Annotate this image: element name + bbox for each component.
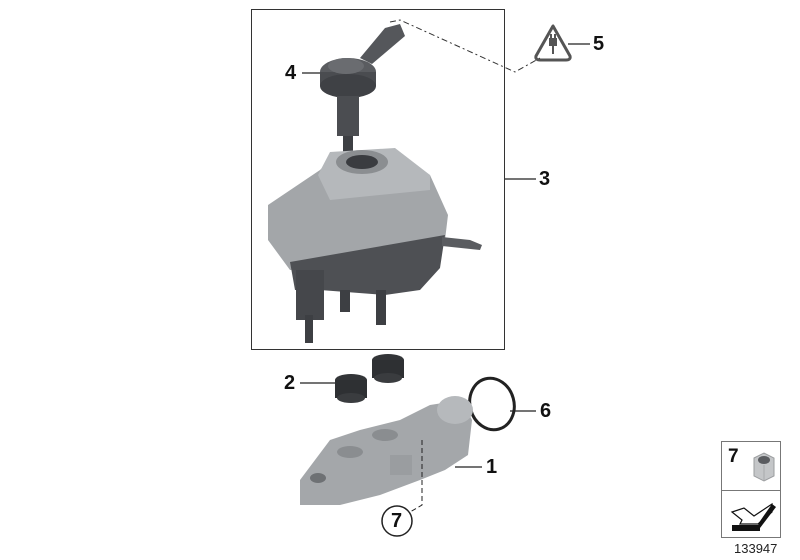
- catalog-number: 133947: [734, 541, 778, 556]
- callout-3: 3: [539, 168, 551, 190]
- arrow-down-left-icon: [730, 502, 776, 531]
- expansion-tank-illustration: [268, 148, 482, 343]
- connector-leader-line: [389, 19, 541, 73]
- callout-2: 2: [284, 372, 296, 394]
- callout-1: 1: [486, 456, 498, 478]
- callout-7-circled: 7: [391, 510, 403, 532]
- callout-4: 4: [285, 62, 297, 84]
- hex-nut-icon: [753, 452, 775, 482]
- grommets-illustration: [335, 354, 404, 403]
- filler-cap-illustration: [320, 24, 405, 156]
- o-ring-illustration: [468, 376, 516, 432]
- tank-assembly-frame: [251, 9, 505, 350]
- legend-divider: [722, 490, 780, 491]
- legend-box: 7: [721, 441, 781, 538]
- circled-7-icon: [381, 505, 413, 537]
- legend-item-label: 7: [728, 446, 739, 467]
- plug-warning-icon: [534, 24, 572, 62]
- leader-7: [409, 440, 423, 513]
- master-cylinder-illustration: [300, 396, 473, 505]
- callout-5: 5: [593, 33, 605, 55]
- callout-6: 6: [540, 400, 552, 422]
